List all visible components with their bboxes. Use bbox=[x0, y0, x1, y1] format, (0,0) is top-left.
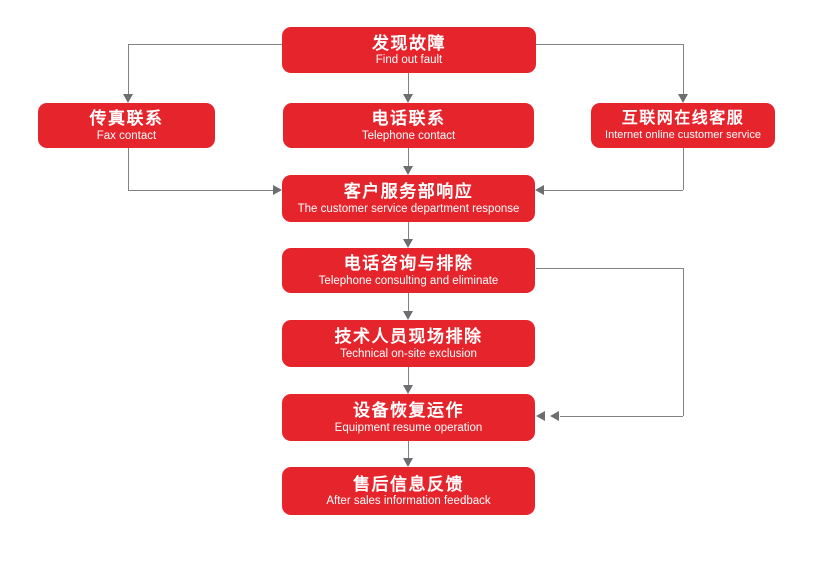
arrowhead-into-fax bbox=[123, 94, 133, 103]
node-subtitle-en: Telephone consulting and eliminate bbox=[318, 274, 499, 287]
connector-findfault-to-fax-h bbox=[128, 44, 282, 45]
node-title-zh: 电话联系 bbox=[371, 109, 446, 129]
flow-node-telephone-consulting: 电话咨询与排除 Telephone consulting and elimina… bbox=[282, 248, 535, 293]
node-subtitle-en: The customer service department response bbox=[297, 202, 520, 215]
node-subtitle-en: Technical on-site exclusion bbox=[340, 347, 477, 360]
flow-node-technical-onsite: 技术人员现场排除 Technical on-site exclusion bbox=[282, 320, 535, 367]
arrowhead-into-response-top bbox=[403, 166, 413, 175]
connector-consulting-bypass-h2 bbox=[560, 416, 683, 417]
flow-node-telephone-contact: 电话联系 Telephone contact bbox=[283, 103, 534, 148]
node-subtitle-en: Internet online customer service bbox=[605, 129, 761, 142]
arrowhead-into-response-left bbox=[273, 185, 282, 195]
node-title-zh: 技术人员现场排除 bbox=[334, 327, 483, 347]
connector-consulting-bypass-h1 bbox=[536, 268, 683, 269]
connector-findfault-to-internet-h bbox=[536, 44, 683, 45]
node-title-zh: 客户服务部响应 bbox=[343, 182, 474, 202]
node-subtitle-en: Telephone contact bbox=[361, 129, 456, 142]
node-title-zh: 发现故障 bbox=[372, 33, 446, 53]
node-title-zh: 电话咨询与排除 bbox=[343, 254, 474, 274]
node-subtitle-en: Equipment resume operation bbox=[334, 421, 483, 434]
node-title-zh: 互联网在线客服 bbox=[621, 110, 745, 128]
arrowhead-into-equipment-right-inner bbox=[536, 411, 545, 421]
connector-telephone-to-response-v bbox=[408, 148, 409, 167]
node-subtitle-en: After sales information feedback bbox=[326, 495, 491, 508]
arrowhead-into-equipment-top bbox=[403, 385, 413, 394]
connector-technical-to-equipment bbox=[408, 367, 409, 386]
connector-findfault-to-internet-v bbox=[683, 44, 684, 95]
flow-node-internet-online-service: 互联网在线客服 Internet online customer service bbox=[591, 103, 775, 148]
arrowhead-into-telephone bbox=[403, 94, 413, 103]
connector-consulting-bypass-v bbox=[683, 268, 684, 416]
node-title-zh: 售后信息反馈 bbox=[353, 474, 464, 494]
flow-node-fax-contact: 传真联系 Fax contact bbox=[38, 103, 215, 148]
flow-node-after-sales-feedback: 售后信息反馈 After sales information feedback bbox=[282, 467, 535, 515]
node-title-zh: 传真联系 bbox=[89, 109, 164, 129]
connector-internet-to-response-h bbox=[544, 190, 683, 191]
arrowhead-into-internet bbox=[678, 94, 688, 103]
flow-node-equipment-resume: 设备恢复运作 Equipment resume operation bbox=[282, 394, 535, 441]
connector-consulting-to-technical bbox=[408, 293, 409, 312]
arrowhead-into-response-right bbox=[535, 185, 544, 195]
connector-findfault-to-fax-v bbox=[128, 44, 129, 95]
arrowhead-into-equipment-right-outer bbox=[550, 411, 559, 421]
arrowhead-into-technical bbox=[403, 311, 413, 320]
connector-fax-to-response-v bbox=[128, 148, 129, 190]
connector-response-to-consulting bbox=[408, 222, 409, 240]
connector-equipment-to-feedback bbox=[408, 441, 409, 459]
node-subtitle-en: Find out fault bbox=[375, 54, 443, 67]
node-subtitle-en: Fax contact bbox=[96, 129, 157, 142]
flow-node-service-response: 客户服务部响应 The customer service department … bbox=[282, 175, 535, 222]
flow-node-find-fault: 发现故障 Find out fault bbox=[282, 27, 536, 73]
connector-fax-to-response-h bbox=[128, 190, 274, 191]
arrowhead-into-consulting bbox=[403, 239, 413, 248]
connector-internet-to-response-v bbox=[683, 148, 684, 190]
arrowhead-into-feedback bbox=[403, 458, 413, 467]
node-title-zh: 设备恢复运作 bbox=[353, 401, 464, 421]
connector-findfault-to-telephone-v bbox=[408, 73, 409, 95]
